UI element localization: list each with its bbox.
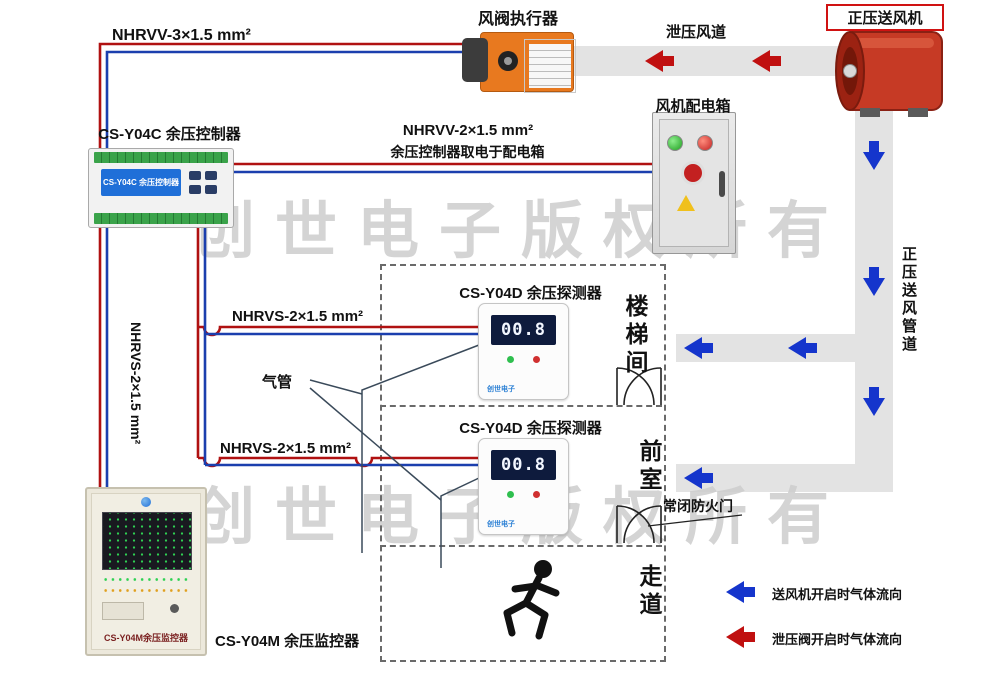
detector1-label: CS-Y04D 余压探测器 <box>459 285 602 302</box>
monitor-panel-text: CS-Y04M余压监控器 <box>103 633 188 643</box>
pressure-detector-1: 00.8 创世电子 <box>478 303 569 400</box>
terminal-strip-bottom <box>94 213 228 224</box>
green-pilot-light <box>667 135 683 151</box>
supply-duct-vertical <box>855 108 893 492</box>
alarm-led <box>533 491 540 498</box>
detector-reading: 00.8 <box>501 320 546 340</box>
legend-supply-arrow-icon <box>726 581 755 603</box>
controller-screen: CS-Y04C 余压控制器 <box>101 169 181 196</box>
red-pilot-light <box>697 135 713 151</box>
room-label-corridor: 走道 <box>636 564 662 620</box>
actuator-hub <box>498 51 518 71</box>
room-label-frontroom: 前室 <box>636 439 662 495</box>
wire-monitor-pair <box>98 224 109 489</box>
monitor-screen <box>102 512 192 570</box>
zone-divider-frontroom-corridor <box>380 545 662 547</box>
detector-lcd: 00.8 <box>491 315 556 345</box>
zone-divider-stairwell-frontroom <box>380 405 662 407</box>
actuator-label-sticker <box>524 39 576 93</box>
red-push-button <box>681 161 705 185</box>
warning-triangle-icon <box>677 195 695 211</box>
fire-door-label: 常闭防火门 <box>663 498 733 514</box>
supply-duct-label: 正压送风管道 <box>900 246 917 354</box>
controller-button <box>205 185 217 194</box>
controller-label: CS-Y04C 余压控制器 <box>98 126 241 143</box>
fan-label: 正压送风机 <box>826 4 944 31</box>
legend-relief-arrow-icon <box>726 626 755 648</box>
label-slot <box>102 602 144 620</box>
legend-relief-text: 泄压阀开启时气体流向 <box>772 632 903 647</box>
terminal-strip-top <box>94 152 228 163</box>
distribution-box-label: 风机配电箱 <box>655 98 731 115</box>
actuator-motor-cap <box>462 38 488 82</box>
monitor-led-row <box>102 576 190 583</box>
supply-fan-device <box>835 31 943 117</box>
relief-duct-label: 泄压风道 <box>666 24 727 41</box>
cable-label-nhrvv3: NHRVV-3×1.5 mm² <box>112 27 251 44</box>
monitor-label: CS-Y04M 余压监控器 <box>215 633 360 650</box>
power-distribution-box <box>652 112 736 254</box>
brand-logo: 创世电子 <box>487 386 515 393</box>
supply-duct-branch-stairwell <box>676 334 893 362</box>
alarm-led <box>533 356 540 363</box>
cabinet-handle <box>719 171 725 197</box>
run-led <box>507 491 514 498</box>
watermark-text: 创世电子版权所有 <box>193 197 850 266</box>
controller-device: CS-Y04C 余压控制器 <box>88 148 234 228</box>
monitor-led-row <box>102 587 190 594</box>
air-tube-label: 气管 <box>262 374 293 391</box>
brand-logo: 创世电子 <box>487 521 515 528</box>
cable-label-nhrvs-run2: NHRVS-2×1.5 mm² <box>220 440 352 457</box>
pressure-detector-2: 00.8 创世电子 <box>478 438 569 535</box>
detector-lcd: 00.8 <box>491 450 556 480</box>
cable-label-nhrvv2: NHRVV-2×1.5 mm² <box>402 122 534 139</box>
brand-logo-icon <box>141 497 151 507</box>
run-led <box>507 356 514 363</box>
wire-power-pair <box>232 162 652 174</box>
cable-note-nhrvv2: 余压控制器取电于配电箱 <box>390 144 545 160</box>
key-lock <box>170 604 179 613</box>
room-label-stairwell: 楼梯间 <box>622 294 648 378</box>
legend-supply-text: 送风机开启时气体流向 <box>772 587 903 602</box>
controller-button <box>189 171 201 180</box>
pressure-monitor-cabinet: CS-Y04M余压监控器 <box>85 487 207 656</box>
detector2-label: CS-Y04D 余压探测器 <box>459 420 602 437</box>
monitor-frame: CS-Y04M余压监控器 <box>91 493 201 650</box>
relief-duct <box>568 46 850 76</box>
cable-label-nhrvs-vertical: NHRVS-2×1.5 mm² <box>128 322 144 445</box>
damper-actuator-device <box>462 28 576 93</box>
detector-reading: 00.8 <box>501 455 546 475</box>
cable-label-nhrvs-run1: NHRVS-2×1.5 mm² <box>232 308 364 325</box>
actuator-label: 风阀执行器 <box>477 11 558 28</box>
controller-button <box>205 171 217 180</box>
controller-button <box>189 185 201 194</box>
